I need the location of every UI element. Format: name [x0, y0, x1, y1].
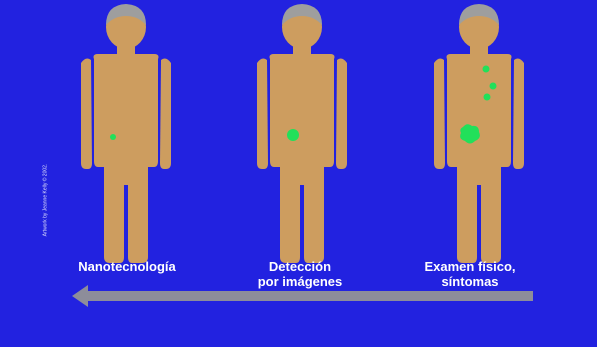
figure-label-nanotechnology: Nanotecnología — [52, 259, 202, 274]
artwork-credit: Artwork by Jeanne Kelly © 2002. — [44, 164, 49, 237]
tumor-small — [287, 129, 299, 141]
metastasis-3 — [484, 94, 491, 101]
tumor-tiny — [110, 134, 116, 140]
metastasis-2 — [490, 83, 497, 90]
figure-label-physical-exam: Examen físico, síntomas — [400, 259, 540, 289]
figure-label-imaging: Detección por imágenes — [230, 259, 370, 289]
human-figure-1 — [81, 5, 171, 263]
metastasis-1 — [483, 66, 490, 73]
human-figure-2 — [257, 5, 347, 263]
